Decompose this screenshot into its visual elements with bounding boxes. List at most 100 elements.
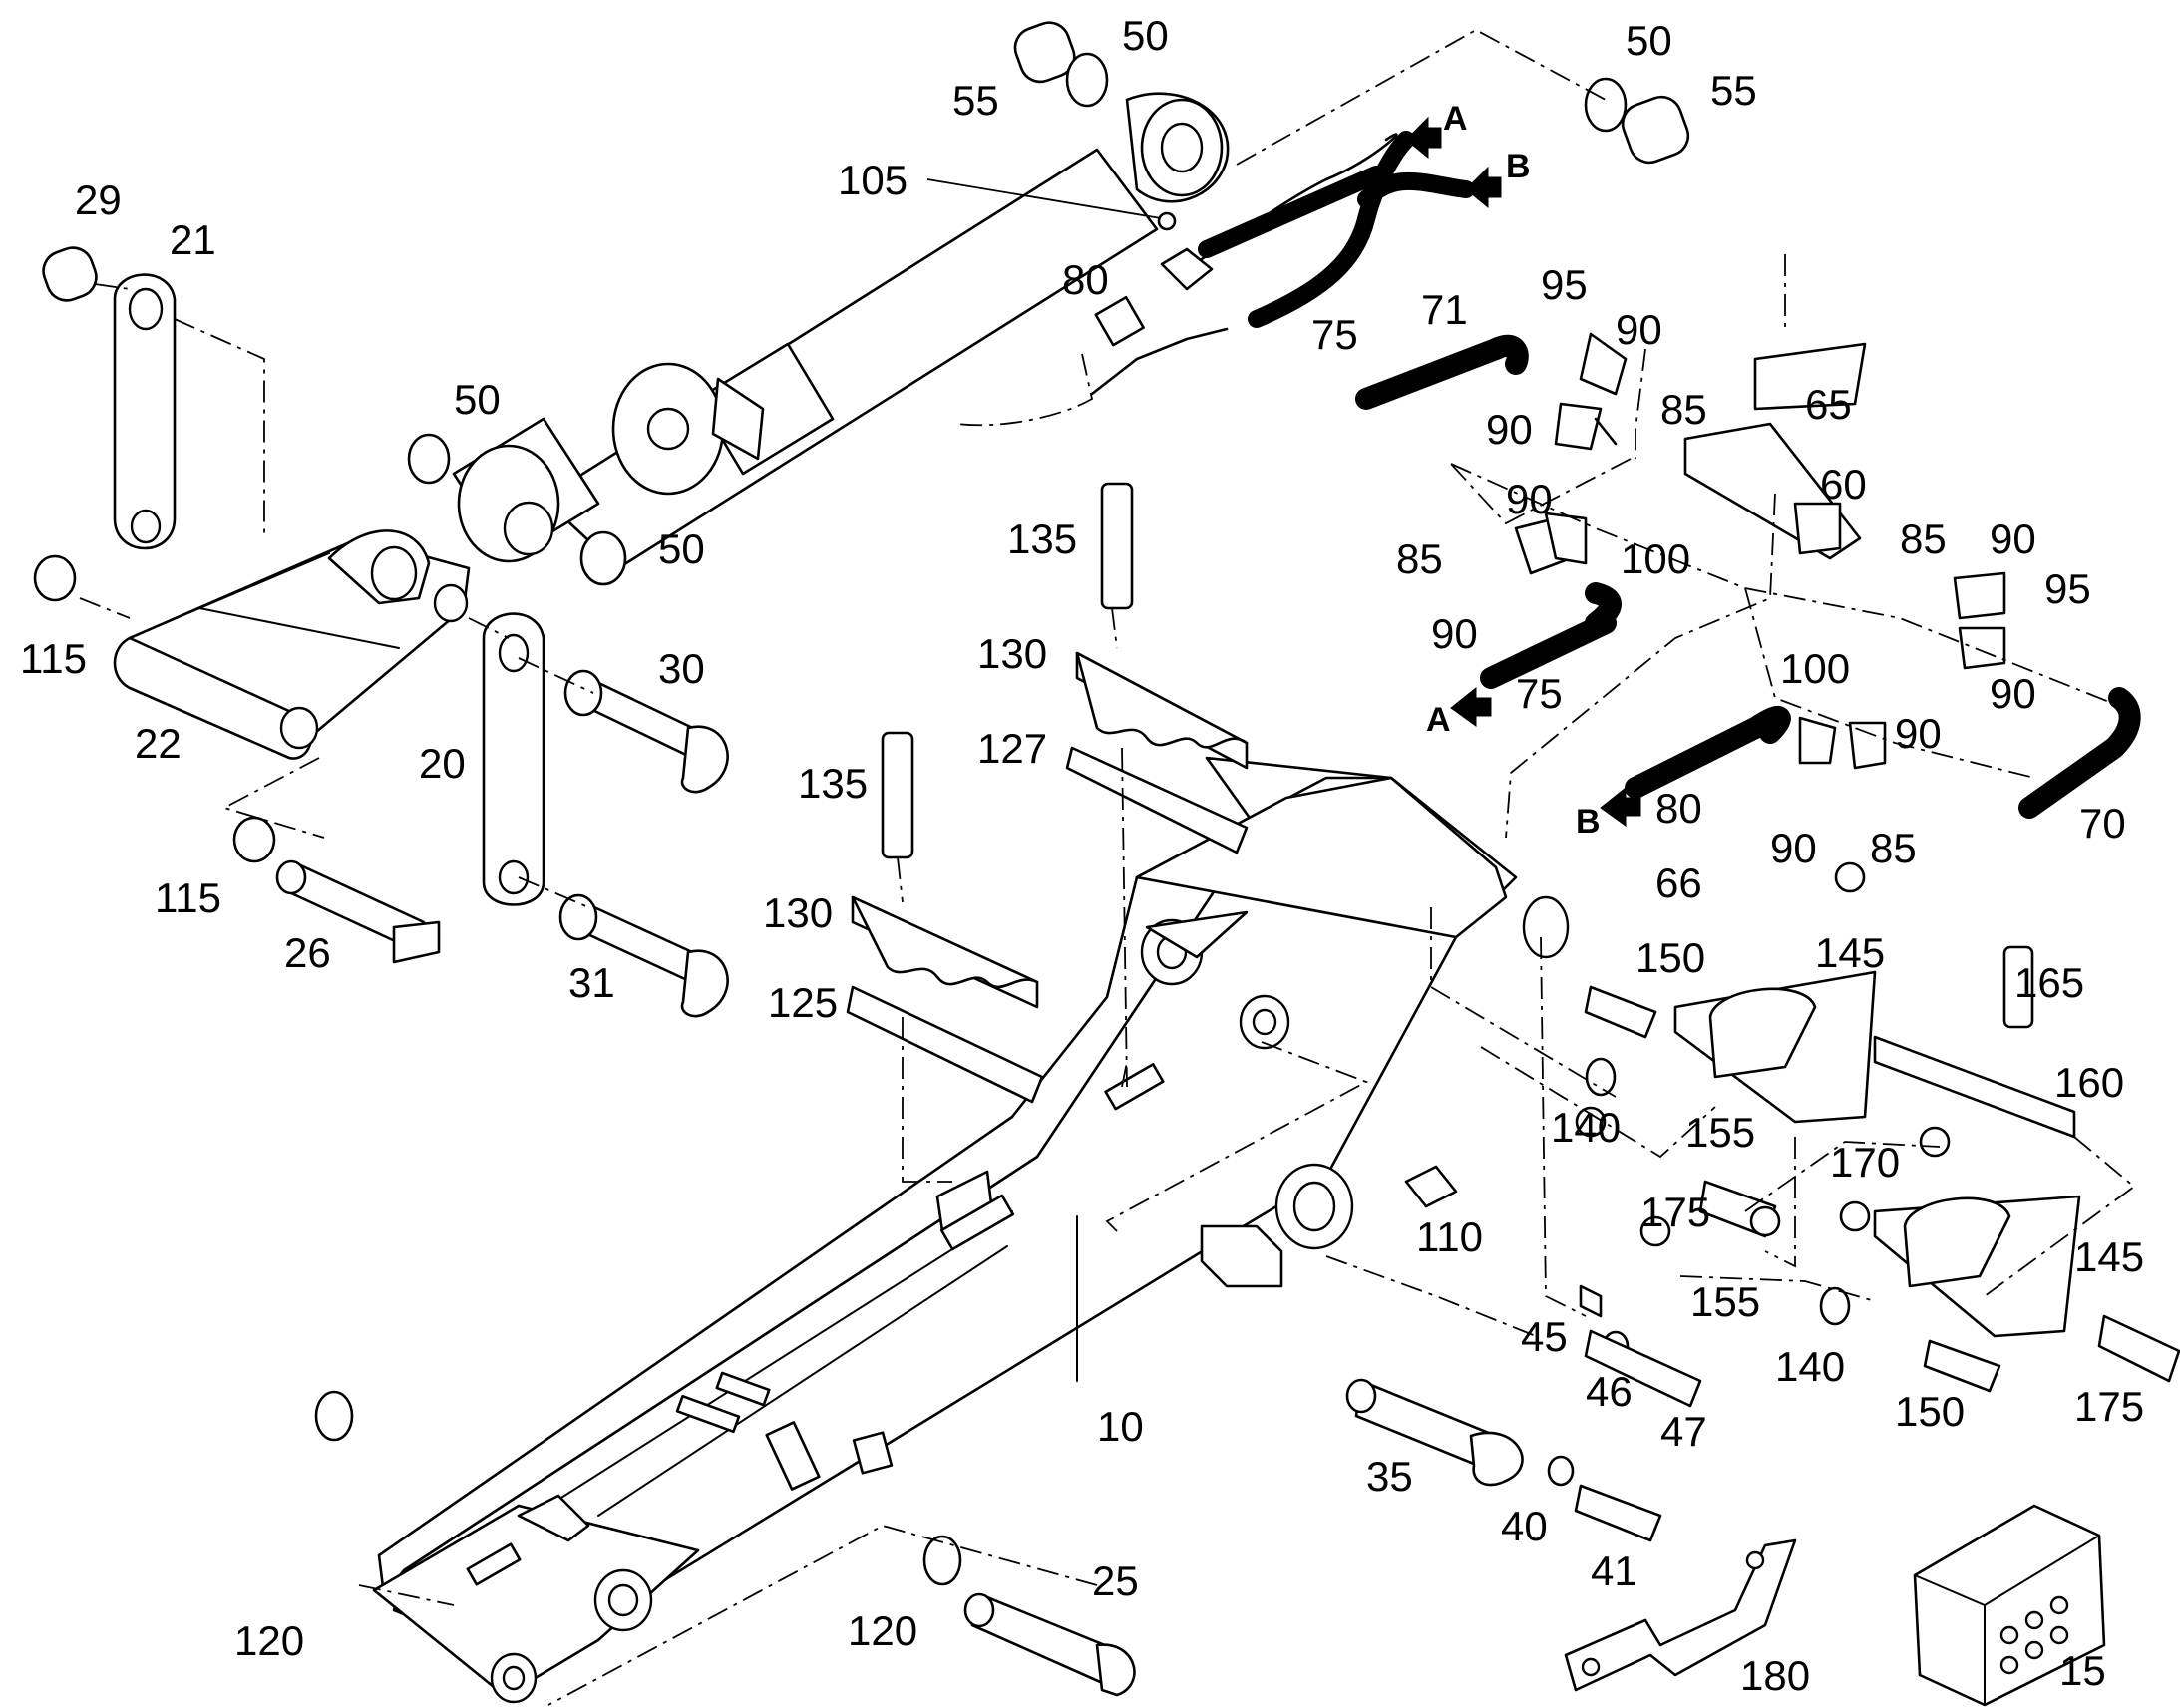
label-140b: 140 [1775,1343,1845,1390]
label-115a: 115 [20,635,87,682]
label-22: 22 [135,720,182,767]
label-135b: 135 [798,760,868,807]
label-90g: 90 [1895,710,1942,757]
label-40: 40 [1501,1503,1548,1549]
bolts-nuts [1404,861,2180,1542]
pin-25 [963,1592,1136,1697]
label-145a: 145 [1815,929,1885,976]
port-labels: A B A B [1426,100,1601,841]
label-85a: 85 [1660,386,1707,433]
label-60: 60 [1820,461,1867,508]
port-label-a-top: A [1443,100,1468,138]
link-20 [482,612,545,906]
centerlines [79,28,2136,1706]
port-label-a-mid: A [1426,701,1451,739]
label-65: 65 [1805,381,1852,428]
label-95b: 95 [2044,565,2091,612]
label-50a: 50 [1122,12,1169,59]
label-85d: 85 [1870,825,1917,871]
label-155a: 155 [1685,1109,1755,1156]
label-80b: 80 [1655,785,1702,832]
label-26: 26 [284,929,331,976]
bracket-180 [1564,1538,1797,1692]
label-30: 30 [658,645,705,692]
label-50c: 50 [454,376,501,423]
label-150b: 150 [1895,1388,1965,1435]
label-85b: 85 [1396,535,1443,582]
label-105: 105 [838,157,908,203]
label-70: 70 [2079,800,2126,847]
label-47: 47 [1660,1408,1707,1455]
label-29: 29 [75,176,122,223]
label-10: 10 [1097,1403,1144,1450]
label-71: 71 [1421,286,1468,333]
boom-10 [372,756,1570,1704]
label-15: 15 [2059,1647,2106,1694]
label-50d: 50 [658,525,705,572]
label-50b: 50 [1626,17,1672,64]
label-95a: 95 [1541,261,1588,308]
label-31: 31 [568,959,615,1006]
label-25: 25 [1092,1557,1139,1604]
label-155b: 155 [1690,1278,1760,1325]
label-160: 160 [2054,1059,2124,1106]
port-label-b-mid: B [1576,803,1601,841]
label-75a: 75 [1311,311,1358,358]
label-115b: 115 [155,874,221,921]
label-21: 21 [170,216,216,263]
pin-35 [1345,1378,1524,1487]
label-127: 127 [977,725,1047,772]
label-41: 41 [1591,1547,1637,1594]
label-130b: 130 [763,889,833,936]
bracket-22 [113,529,471,760]
label-100b: 100 [1780,645,1850,692]
label-55a: 55 [952,77,999,124]
label-125: 125 [768,979,838,1026]
label-46: 46 [1586,1368,1633,1415]
manifold-block-15 [1913,1504,2106,1707]
label-180: 180 [1740,1652,1810,1699]
brackets-145-160 [1673,945,2081,1338]
label-85c: 85 [1900,515,1947,562]
label-90d: 90 [1431,610,1478,657]
label-150a: 150 [1635,934,1705,981]
pin-26 [275,859,441,964]
label-170: 170 [1830,1139,1900,1186]
label-90h: 90 [1770,825,1817,871]
label-90f: 90 [1990,670,2036,717]
boom-cylinder [452,92,1230,570]
port-arrows [1405,116,1641,827]
label-100a: 100 [1621,535,1690,582]
link-21 [113,273,177,550]
label-55b: 55 [1710,67,1757,114]
label-120b: 120 [848,1607,917,1654]
bushings-washers [33,21,1851,1586]
label-90c: 90 [1506,476,1553,522]
label-80a: 80 [1062,256,1109,303]
flanges-clamps [1094,247,2006,770]
label-130a: 130 [977,630,1047,677]
label-175a: 175 [1640,1189,1710,1235]
label-90b: 90 [1486,406,1533,453]
pin-31 [558,893,729,1018]
oring-105 [1157,211,1177,231]
leader-105 [926,178,1168,220]
label-90a: 90 [1616,306,1662,353]
pin-30 [563,669,729,794]
clamp-assembly [846,482,1249,1104]
label-66: 66 [1655,859,1702,906]
label-75b: 75 [1516,670,1563,717]
label-35: 35 [1366,1453,1413,1500]
label-45: 45 [1521,1313,1568,1360]
label-120a: 120 [234,1617,304,1664]
label-135a: 135 [1007,515,1077,562]
label-145b: 145 [2074,1233,2144,1280]
port-label-b-top: B [1506,148,1531,185]
label-20: 20 [419,740,466,787]
label-90e: 90 [1990,515,2036,562]
hoses [1090,131,2141,819]
label-140a: 140 [1551,1104,1621,1151]
label-110: 110 [1416,1213,1483,1260]
